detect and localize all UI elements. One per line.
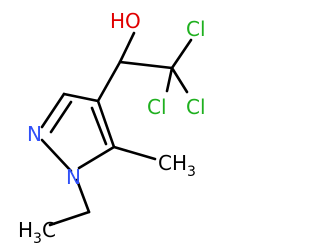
methyl-subscript: 3 — [187, 164, 196, 180]
bond-c-ring-c4 — [96, 60, 122, 103]
bond-ring-c5-c4-a — [96, 99, 116, 149]
ethyl-subscript: 3 — [33, 231, 42, 247]
methyl-label: CH3 — [158, 151, 196, 180]
chlorine-right-label: Cl — [186, 95, 206, 119]
bond-c5-methyl — [112, 145, 157, 161]
ethyl-methyl-label: H3C — [18, 218, 56, 247]
bond-c-ccl3 — [118, 60, 174, 70]
label-layer: HO Cl Cl Cl N N CH3 H3C — [18, 9, 206, 247]
bond-ring-c5-c4-b — [90, 106, 108, 146]
bond-ring-c3-n2-a — [40, 92, 66, 129]
ethyl-h-text: H — [18, 218, 33, 242]
nitrogen-substituted-label: N — [66, 165, 81, 189]
chlorine-left-label: Cl — [147, 95, 167, 119]
chlorine-top-label: Cl — [186, 17, 206, 41]
molecule-canvas: HO Cl Cl Cl N N CH3 H3C — [18, 9, 206, 247]
bond-n1-ethyl-ch2 — [75, 178, 91, 214]
methyl-ch-text: CH — [158, 151, 187, 175]
nitrogen-ring-label: N — [27, 122, 42, 146]
bond-c-oh — [118, 31, 136, 64]
bond-ethyl-ch2-ch3 — [48, 210, 91, 227]
bond-ring-c4-c3 — [62, 92, 100, 103]
bond-ring-c3-n2-b — [49, 100, 73, 134]
ethyl-c-text: C — [42, 218, 56, 242]
bond-ccl3-cl-top — [170, 38, 193, 70]
structure-diagram: HO Cl Cl Cl N N CH3 H3C — [18, 9, 206, 247]
bond-ccl3-cl-right — [170, 66, 189, 94]
bond-layer — [40, 31, 193, 227]
bond-ring-n1-c5 — [77, 145, 116, 170]
hydroxyl-label: HO — [110, 9, 141, 33]
bond-ccl3-cl-left — [165, 66, 174, 93]
bond-ring-n2-n1 — [40, 138, 73, 173]
